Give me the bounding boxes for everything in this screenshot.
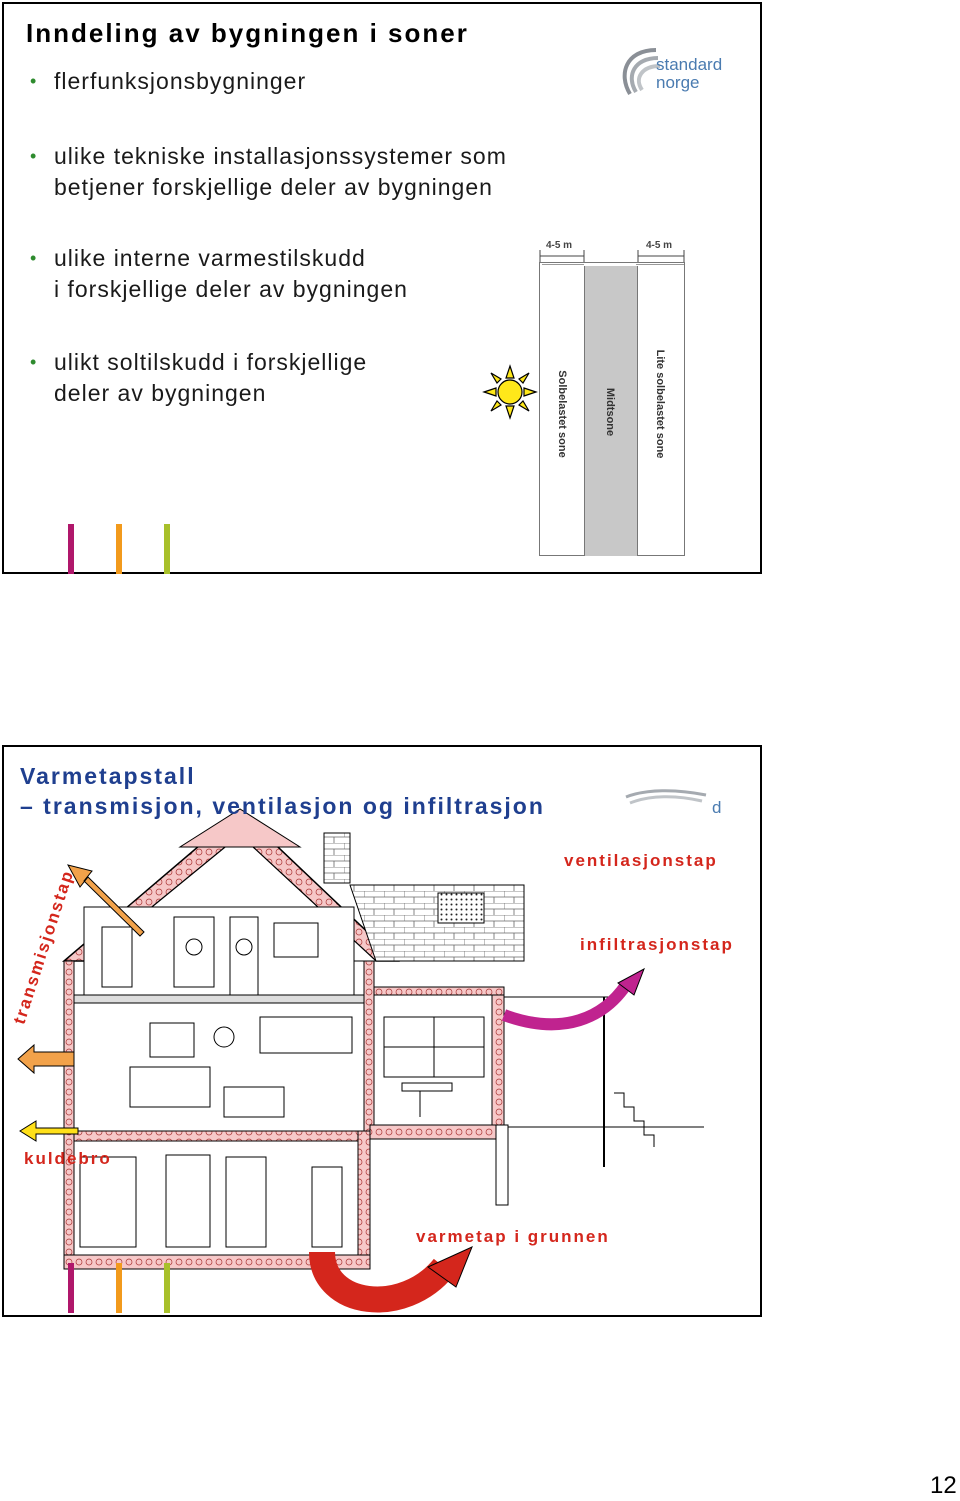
standard-norge-logo: standard norge [616,44,736,104]
bullet-item: • flerfunksjonsbygninger [26,66,546,97]
bullet-list: • flerfunksjonsbygninger • ulike teknisk… [26,66,546,409]
bullet-text: ulikt soltilskudd i forskjellige [54,349,368,375]
accent-bar-green [164,1263,170,1313]
zone-label-left: Solbelastet sone [556,370,568,458]
zone-top-line [542,264,584,269]
ground-heat-loss-arrow [309,1246,473,1313]
thermal-bridge-arrow [19,1120,79,1142]
page-number: 12 [930,1472,957,1499]
heat-loss-arrows [17,864,645,1313]
slide-heat-loss: Varmetapstall – transmisjon, ventilasjon… [2,745,762,1317]
bullet-text: ulike tekniske installasjonssystemer som [54,143,507,169]
transmission-arrow-wall [17,1043,75,1075]
zone-label-right: Lite solbelastet sone [654,349,666,459]
bullet-text: deler av bygningen [54,380,267,406]
dim-label-right: 4-5 m [645,240,673,251]
zone-top-line [636,264,684,269]
infiltration-arrow [501,967,645,1031]
transmission-arrow-roof [67,864,145,937]
bullet-dot-icon: • [30,352,38,372]
accent-bar-orange [116,1263,122,1313]
logo-text-partial: d [712,798,722,817]
bullet-item: • ulike tekniske installasjonssystemer s… [26,141,546,203]
logo-text-standard: standard [656,55,723,74]
slide-zone-division: Inndeling av bygningen i soner • flerfun… [2,2,762,574]
slide2-title-line2: – transmisjon, ventilasjon og infiltrasj… [20,793,545,819]
bullet-dot-icon: • [30,146,38,166]
house-cross-section-illustration [61,808,704,1270]
accent-bar-magenta [68,1263,74,1313]
logo-text-norge: norge [656,73,700,92]
bullet-text: i forskjellige deler av bygningen [54,276,408,302]
bullet-dot-icon: • [30,248,38,268]
dim-label-left: 4-5 m [545,240,573,251]
thermal-bridge-label: kuldebro [24,1149,112,1168]
bullet-text: betjener forskjellige deler av bygningen [54,174,493,200]
logo-swirl-icon [625,789,707,805]
standard-norge-logo-partial: d [616,783,726,823]
bullet-text: ulike interne varmestilskudd [54,245,366,271]
slide2-title-line1: Varmetapstall [20,763,196,789]
infiltration-loss-label: infiltrasjonstap [580,935,734,954]
logo-swirl-icon [622,48,660,96]
slide-title: Inndeling av bygningen i soner [26,18,469,48]
bullet-text: flerfunksjonsbygninger [54,68,307,94]
zone-label-middle: Midtsone [604,387,616,437]
bullet-dot-icon: • [30,71,38,91]
ventilation-loss-label: ventilasjonstap [564,851,718,870]
sun-icon [482,364,538,420]
dimension-arrows-icon [539,250,685,262]
bullet-item: • ulikt soltilskudd i forskjellige deler… [26,347,546,409]
zone-diagram: 4-5 m 4-5 m Solbelastet sone Midtsone Li… [534,240,690,560]
accent-bar-orange [116,524,122,574]
accent-bar-green [164,524,170,574]
bullet-item: • ulike interne varmestilskudd i forskje… [26,243,546,305]
accent-bar-magenta [68,524,74,574]
ground-heat-loss-label: varmetap i grunnen [416,1227,610,1246]
middle-zone-fill [584,266,638,556]
